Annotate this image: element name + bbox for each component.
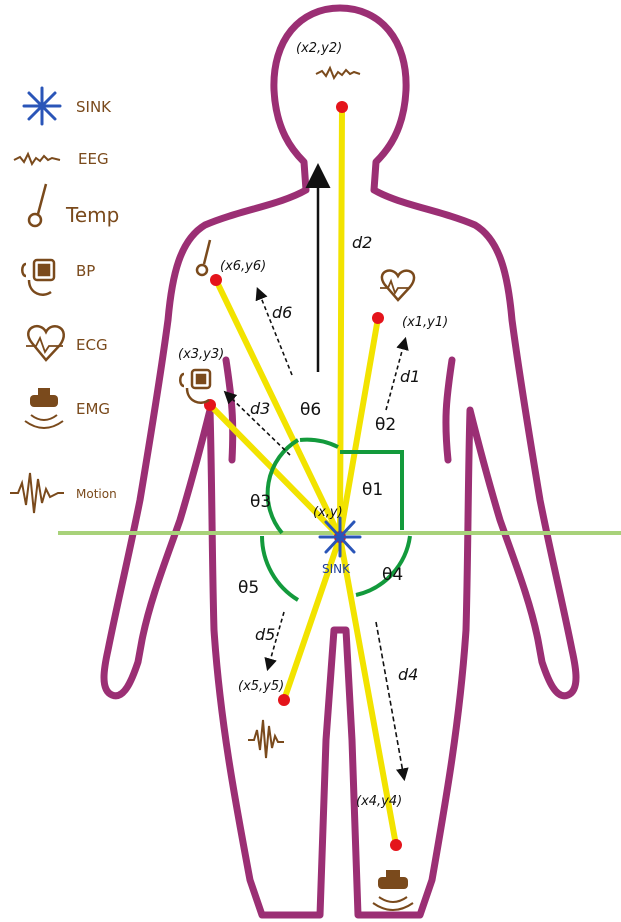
angle-theta6: θ6 xyxy=(300,400,321,420)
legend-bp-icon xyxy=(22,260,54,295)
legend-eeg-icon xyxy=(14,154,60,164)
legend-emg-icon xyxy=(25,388,63,428)
legend-eeg-label: EEG xyxy=(78,150,109,168)
distance-d2: d2 xyxy=(352,233,372,252)
angle-theta2: θ2 xyxy=(375,415,396,435)
legend: SINK EEG Temp BP ECG EMG Motion xyxy=(10,88,119,513)
links xyxy=(210,107,396,845)
angle-theta5: θ5 xyxy=(238,578,259,598)
angle-theta4: θ4 xyxy=(382,565,403,585)
angle-theta1: θ1 xyxy=(362,480,383,500)
legend-motion-label: Motion xyxy=(76,487,117,501)
distance-d1: d1 xyxy=(400,367,420,386)
legend-emg-label: EMG xyxy=(76,400,110,418)
legend-ecg-label: ECG xyxy=(76,336,108,354)
arc-theta6 xyxy=(300,440,338,447)
eeg-wave-icon xyxy=(316,68,360,78)
angle-theta3: θ3 xyxy=(250,492,271,512)
node-3-label: (x3,y3) xyxy=(178,347,224,362)
distance-d4: d4 xyxy=(398,665,418,684)
motion-wave-icon xyxy=(248,720,284,758)
link-2 xyxy=(340,107,342,537)
node-1 xyxy=(372,312,384,324)
node-6 xyxy=(210,274,222,286)
legend-temp-label: Temp xyxy=(65,203,119,227)
legend-ecg-icon xyxy=(26,326,64,360)
distance-d6: d6 xyxy=(272,303,292,322)
legend-motion-icon xyxy=(10,473,64,513)
node-1-label: (x1,y1) xyxy=(402,315,448,330)
left-arm-inner xyxy=(226,360,233,460)
sink-label: SINK xyxy=(322,562,351,576)
sink-icon xyxy=(320,518,360,556)
bp-icon xyxy=(180,370,210,403)
emg-icon xyxy=(373,870,413,910)
sink-coord-label: (x,y) xyxy=(313,505,343,520)
node-4 xyxy=(390,839,402,851)
temp-icon xyxy=(197,240,210,275)
node-6-label: (x6,y6) xyxy=(220,259,266,274)
node-5 xyxy=(278,694,290,706)
node-2 xyxy=(336,101,348,113)
legend-bp-label: BP xyxy=(76,262,95,280)
legend-temp-icon xyxy=(29,184,46,226)
legend-sink-icon xyxy=(24,88,60,124)
ecg-heart-icon xyxy=(380,271,414,300)
node-2-label: (x2,y2) xyxy=(296,41,342,56)
link-1 xyxy=(340,318,378,537)
distance-d3: d3 xyxy=(250,399,270,418)
legend-sink-label: SINK xyxy=(76,98,112,116)
arc-theta5 xyxy=(262,536,298,600)
distance-d5: d5 xyxy=(255,625,275,644)
node-4-label: (x4,y4) xyxy=(356,794,402,809)
right-arm-inner xyxy=(446,360,452,460)
node-5-label: (x5,y5) xyxy=(238,679,284,694)
